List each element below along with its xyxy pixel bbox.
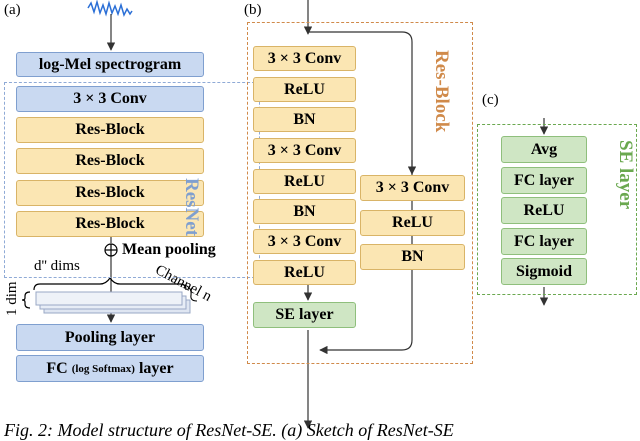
res-main-conv-1: 3 × 3 Conv xyxy=(253,46,356,71)
panel-c-label: (c) xyxy=(482,92,499,108)
res-block-box-4: Res-Block xyxy=(16,211,204,237)
res-se-layer-box: SE layer xyxy=(253,302,356,328)
panel-a-label: (a) xyxy=(4,2,21,18)
panel-b-label: (b) xyxy=(244,2,262,18)
fc-prefix-text: FC xyxy=(46,359,68,377)
side-conv-box: 3 × 3 Conv xyxy=(360,175,465,201)
res-block-box-2: Res-Block xyxy=(16,148,204,174)
res-block-group xyxy=(247,22,473,364)
res-main-bn-1: BN xyxy=(253,107,356,132)
dims-label: d'' dims xyxy=(34,258,80,274)
one-dim-brace-icon xyxy=(21,291,31,309)
res-block-group-label: Res-Block xyxy=(431,50,452,133)
res-main-relu-2: ReLU xyxy=(253,169,356,194)
se-layer-group-label: SE layer xyxy=(615,140,636,210)
side-bn-box: BN xyxy=(360,244,465,270)
connector-lines xyxy=(21,0,549,429)
fc-log-softmax-layer-box: FC (log Softmax) layer xyxy=(16,355,204,382)
fc-suffix-text: layer xyxy=(138,359,174,377)
se-sigmoid-box: Sigmoid xyxy=(501,258,587,285)
res-main-conv-2: 3 × 3 Conv xyxy=(253,138,356,163)
resnet-group-label: ResNet xyxy=(181,178,202,237)
resnet-conv-box: 3 × 3 Conv xyxy=(16,86,204,112)
se-layer-group xyxy=(477,124,637,295)
res-main-conv-3: 3 × 3 Conv xyxy=(253,229,356,254)
mean-pooling-label: Mean pooling xyxy=(122,241,216,258)
channel-brace-icon xyxy=(183,284,198,302)
one-dim-label: 1 dim xyxy=(4,281,20,316)
se-avg-box: Avg xyxy=(501,136,587,163)
res-block-box-1: Res-Block xyxy=(16,117,204,143)
res-main-bn-2: BN xyxy=(253,199,356,224)
res-main-relu-1: ReLU xyxy=(253,77,356,102)
res-block-box-3: Res-Block xyxy=(16,180,204,206)
se-relu-box: ReLU xyxy=(501,197,587,224)
se-fc-layer-box-2: FC layer xyxy=(501,228,587,255)
res-main-relu-3: ReLU xyxy=(253,260,356,285)
dims-brace-icon xyxy=(33,276,187,291)
pooling-layer-box: Pooling layer xyxy=(16,324,204,351)
waveform-icon xyxy=(87,0,133,18)
feature-map-slabs-icon xyxy=(35,291,191,314)
fc-sub-text: (log Softmax) xyxy=(71,362,135,375)
log-mel-spectrogram-box: log-Mel spectrogram xyxy=(16,52,204,77)
se-fc-layer-box-1: FC layer xyxy=(501,167,587,194)
side-relu-box: ReLU xyxy=(360,210,465,236)
